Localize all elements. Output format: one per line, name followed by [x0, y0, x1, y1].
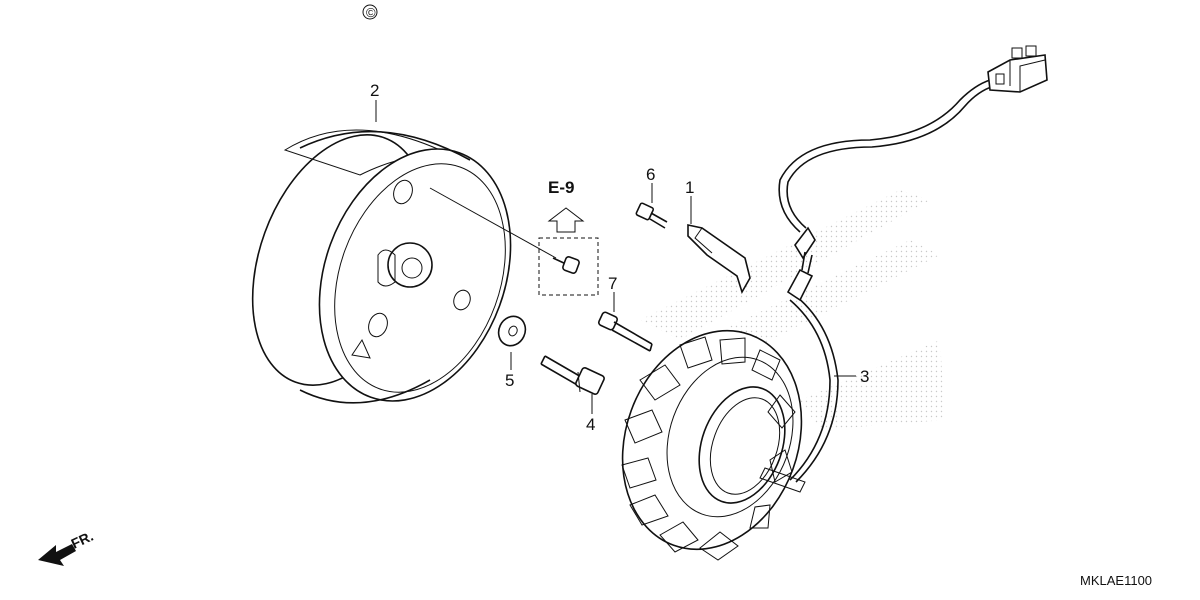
callout-7[interactable]: 7: [608, 274, 617, 293]
stator-part-3[interactable]: [593, 305, 831, 574]
up-arrow-icon: [547, 207, 585, 233]
callout-2[interactable]: 2: [370, 81, 379, 100]
reference-box: [538, 237, 599, 296]
clamp-part-1[interactable]: [687, 224, 751, 294]
reference-label[interactable]: E-9: [548, 178, 574, 197]
callout-4[interactable]: 4: [586, 415, 595, 434]
bolt-part-7[interactable]: [597, 311, 653, 352]
reference-bolt: [552, 256, 580, 274]
connector-plug: [987, 45, 1048, 93]
flywheel-rotor-part-2[interactable]: [220, 110, 544, 427]
callout-6[interactable]: 6: [646, 165, 655, 184]
bolt-part-6[interactable]: [635, 202, 668, 229]
bolt-part-4[interactable]: [540, 355, 605, 395]
callout-1[interactable]: 1: [685, 178, 694, 197]
washer-part-5[interactable]: [494, 312, 530, 350]
front-direction-arrow-icon: [38, 544, 76, 566]
diagram-code: MKLAE1100: [1080, 573, 1152, 588]
leader-ref: [429, 187, 557, 259]
callout-5[interactable]: 5: [505, 371, 514, 390]
copyright-symbol: ©: [366, 5, 376, 20]
copyright-mark: ©: [362, 4, 378, 20]
front-direction-label: FR.: [69, 528, 96, 552]
callout-3[interactable]: 3: [860, 367, 869, 386]
wire-harness: [778, 79, 995, 483]
